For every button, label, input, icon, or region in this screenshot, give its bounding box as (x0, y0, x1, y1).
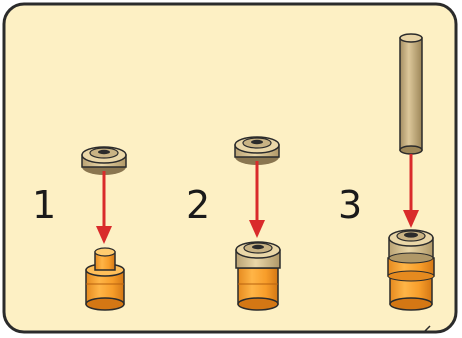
step-number-3: 3 (338, 183, 363, 227)
step-3-arrow (403, 154, 419, 228)
bottom-right-tick (423, 325, 431, 333)
panel-background (2, 2, 458, 334)
step-1-connector (85, 247, 125, 311)
step-1-arrow (96, 171, 112, 244)
step-3-axle (399, 33, 423, 155)
step-2-arrow (249, 161, 265, 238)
step-2-connector (235, 241, 281, 311)
step-1-bushing (81, 146, 127, 175)
step-number-1: 1 (32, 183, 57, 227)
step-3-connector (387, 229, 435, 311)
step-2-bushing (234, 136, 280, 165)
step-number-2: 2 (186, 183, 211, 227)
